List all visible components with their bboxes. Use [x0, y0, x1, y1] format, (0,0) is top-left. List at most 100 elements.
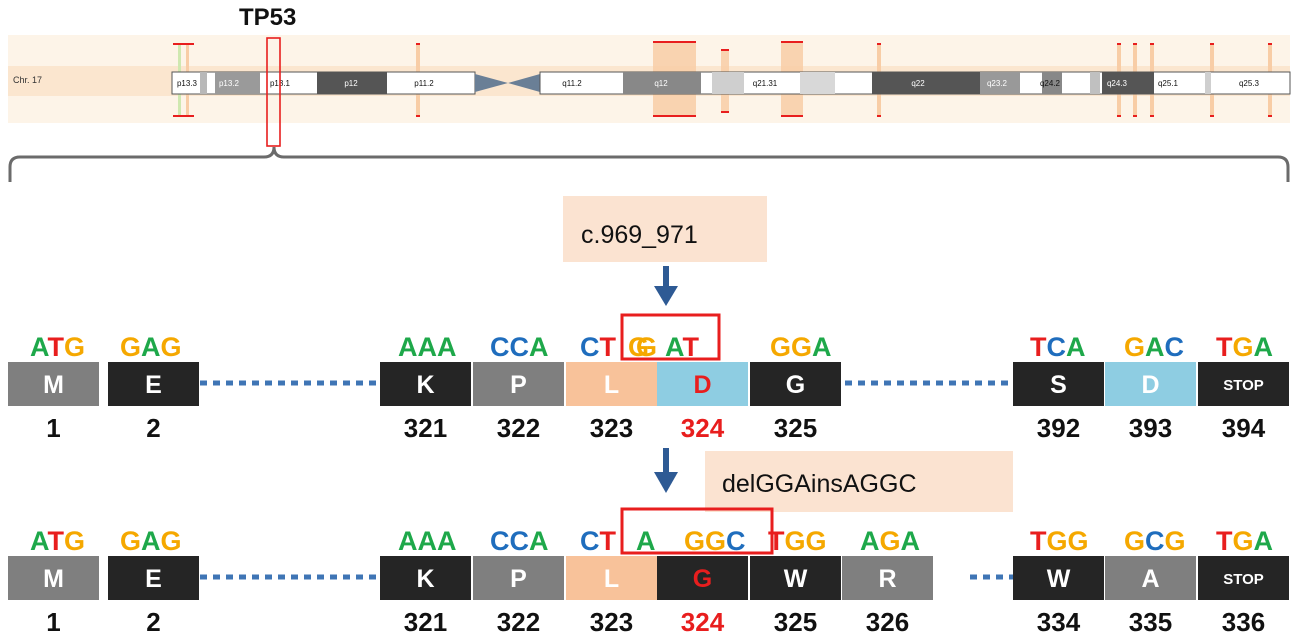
codon-sequence: GCG: [1124, 526, 1186, 556]
zoom-bracket: [8, 146, 1290, 182]
position-label: 335: [1129, 607, 1172, 637]
cdna-position-label: c.969_971: [581, 221, 698, 249]
amino-acid-letter: STOP: [1223, 571, 1264, 588]
position-label: 336: [1222, 607, 1265, 637]
mutation-label: delGGAinsAGGC: [722, 470, 917, 498]
mutated-position-label: 324: [681, 607, 725, 637]
variant-ticks: [173, 41, 1272, 117]
amino-acid-box: [1105, 556, 1196, 600]
position-label: 2: [146, 413, 160, 443]
position-label: 326: [866, 607, 909, 637]
position-label: 323: [590, 413, 633, 443]
position-label: 1: [46, 607, 60, 637]
amino-acid-box: [473, 556, 564, 600]
codon-sequence: AAA: [398, 526, 457, 556]
amino-acid-box: [566, 362, 657, 406]
wildtype-mutation-box: [620, 313, 721, 361]
position-label: 2: [146, 607, 160, 637]
amino-acid-box: [750, 362, 841, 406]
amino-acid-letter: E: [145, 371, 162, 399]
amino-acid-letter: K: [416, 371, 434, 399]
amino-acid-box: [750, 556, 841, 600]
amino-acid-letter: K: [416, 565, 434, 593]
position-label: 323: [590, 607, 633, 637]
position-label: 325: [774, 607, 817, 637]
amino-acid-letter: A: [1141, 565, 1159, 593]
band-label: q21.31: [753, 79, 778, 88]
codon-sequence: GGC: [684, 526, 746, 556]
amino-acid-box: [473, 362, 564, 406]
amino-acid-letter: M: [43, 371, 64, 399]
amino-acid-box: [1198, 362, 1289, 406]
amino-acid-letter: M: [43, 565, 64, 593]
amino-acid-box: [1105, 362, 1196, 406]
codon-sequence: GAG: [120, 332, 182, 362]
mutant-mutation-box: [620, 507, 774, 555]
mutated-amino-acid: D: [693, 371, 711, 399]
position-label: 321: [404, 607, 447, 637]
band-label: p11.2: [414, 79, 434, 88]
amino-acid-letter: W: [1047, 565, 1071, 593]
amino-acid-box: [657, 362, 748, 406]
wildtype-amino-acids: M E K P L D G S D STOP: [8, 362, 1289, 406]
position-label: 392: [1037, 413, 1080, 443]
band-label: q11.2: [562, 79, 582, 88]
chromosome-label: Chr. 17: [13, 75, 42, 85]
amino-acid-letter: E: [145, 565, 162, 593]
codon-sequence: TGG: [1030, 526, 1089, 556]
gene-title: TP53: [239, 4, 296, 31]
mutated-position-label: 324: [681, 413, 725, 443]
amino-acid-box: [108, 362, 199, 406]
band-label: q12: [654, 79, 668, 88]
amino-acid-box: [1013, 362, 1104, 406]
amino-acid-box: [8, 556, 99, 600]
band-label: p13.2: [219, 79, 240, 88]
position-label: 322: [497, 607, 540, 637]
mutant-positions: 1 2 321 322 323 324 325 326 334 335 336: [46, 607, 1265, 637]
band-label: q25.3: [1239, 79, 1260, 88]
amino-acid-letter: L: [604, 565, 619, 593]
amino-acid-letter: P: [510, 565, 527, 593]
band-label: p13.3: [177, 79, 198, 88]
amino-acid-letter: P: [510, 371, 527, 399]
codon-sequence: CCA: [490, 332, 549, 362]
codon-sequence: ATG: [30, 526, 85, 556]
amino-acid-letter: G: [786, 371, 805, 399]
amino-acid-letter: STOP: [1223, 377, 1264, 394]
cdna-position-box: [563, 196, 767, 262]
amino-acid-letter: D: [1141, 371, 1159, 399]
centromere-left: [475, 74, 508, 92]
codon-sequence: TGG: [768, 526, 827, 556]
position-label: 1: [46, 413, 60, 443]
mutation-label-box: [705, 451, 1013, 512]
position-label: 322: [497, 413, 540, 443]
amino-acid-box: [566, 556, 657, 600]
position-label: 334: [1037, 607, 1081, 637]
p-arm: [171, 71, 476, 95]
centromere-right: [508, 74, 540, 92]
amino-acid-box: [380, 362, 471, 406]
codon-sequence: ATG: [30, 332, 85, 362]
band-label: q24.2: [1040, 79, 1061, 88]
position-label: 393: [1129, 413, 1172, 443]
codon-sequence: GGA: [770, 332, 832, 362]
amino-acid-letter: S: [1050, 371, 1067, 399]
codon-sequence: AGA: [860, 526, 920, 556]
amino-acid-box: [8, 362, 99, 406]
amino-acid-box: [842, 556, 933, 600]
amino-acid-letter: L: [604, 371, 619, 399]
q-arm: [539, 71, 1291, 95]
codon-sequence: TGA: [1216, 526, 1273, 556]
codon-sequence: GAG: [120, 526, 182, 556]
codon-sequence: CCA: [490, 526, 549, 556]
